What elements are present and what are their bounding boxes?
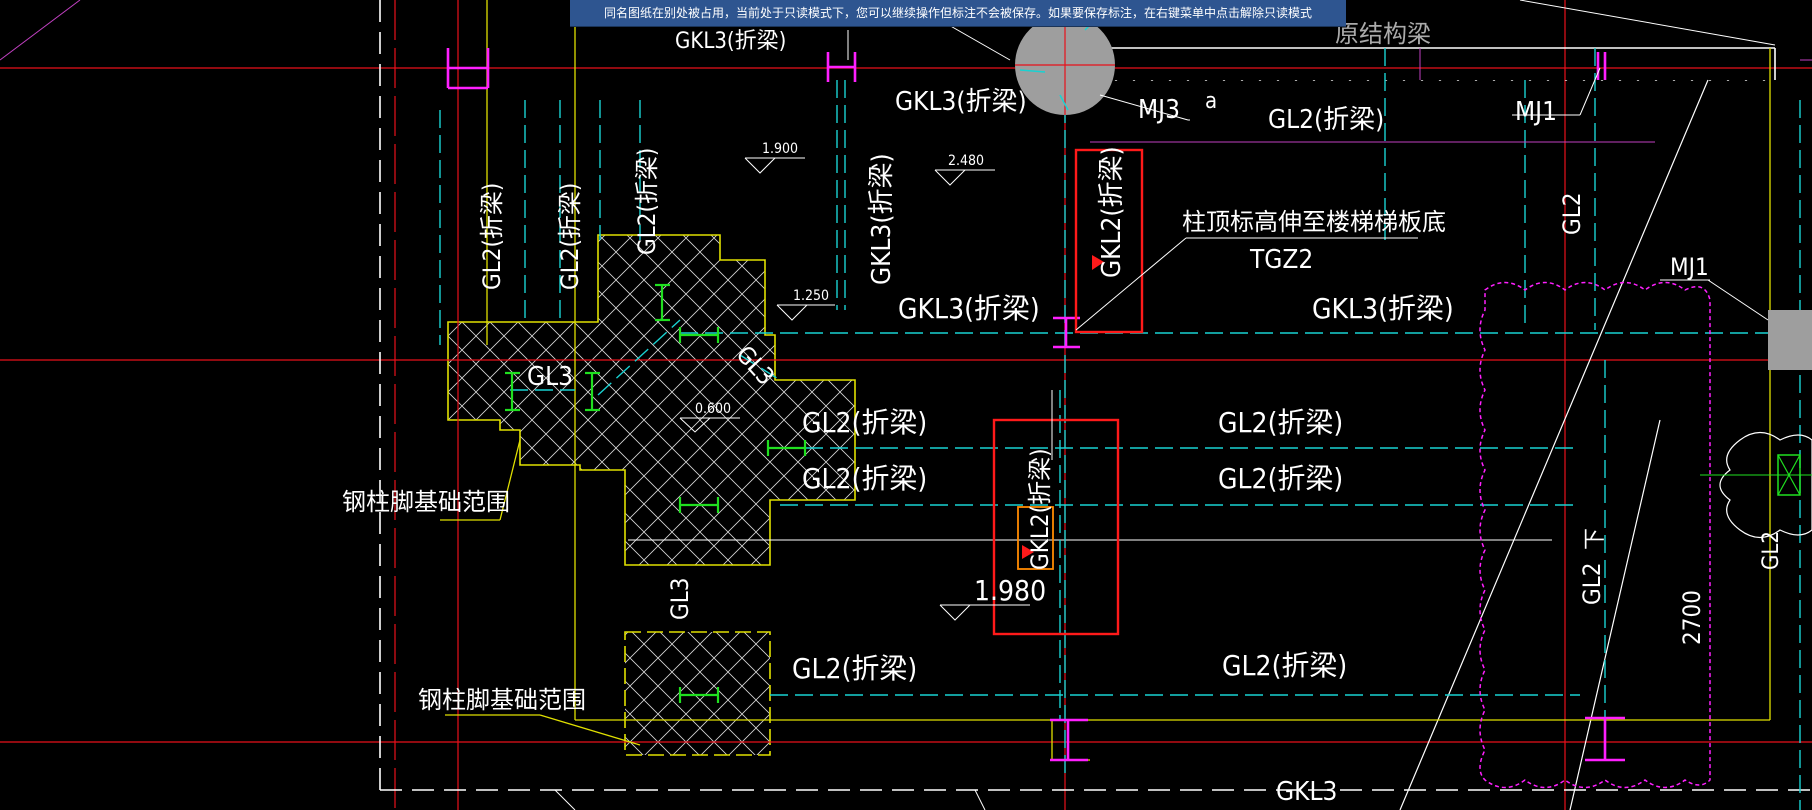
label-mj3[interactable]: MJ3 [1138, 95, 1180, 125]
label-gl2-v2[interactable]: GL2(折梁) [556, 183, 584, 290]
label-gl2-far-right[interactable]: GL2 [1759, 531, 1784, 570]
elev-1250[interactable]: 1.250 [793, 288, 829, 304]
label-gkl3-v[interactable]: GKL3(折梁) [867, 153, 897, 285]
magenta-lines [1090, 48, 1812, 143]
label-gl2-v1[interactable]: GL2(折梁) [478, 183, 506, 290]
label-tgz2[interactable]: TGZ2 [1249, 245, 1313, 275]
column-ibeam [446, 48, 490, 90]
label-gl3-a[interactable]: GL3 [527, 362, 573, 392]
steel-columns [446, 48, 1625, 762]
label-steel-base-1[interactable]: 钢柱脚基础范围 [342, 488, 510, 516]
elevation-marks [679, 157, 1030, 621]
readonly-notice-bar[interactable]: 同名图纸在别处被占用，当前处于只读模式下，您可以继续操作但标注不会被保存。如果要… [570, 0, 1346, 27]
label-gkl3-mid-left[interactable]: GKL3(折梁) [898, 292, 1040, 325]
elev-2480[interactable]: 2.480 [948, 153, 984, 169]
label-mj1-top[interactable]: MJ1 [1515, 97, 1557, 127]
red-pointer-marker [1022, 545, 1034, 559]
right-edge-block [1768, 310, 1812, 370]
label-gl2-row2-right[interactable]: GL2(折梁) [1218, 462, 1343, 495]
label-gkl3-mid-right[interactable]: GKL3(折梁) [1312, 292, 1454, 325]
label-gl2-row3-right[interactable]: GL2(折梁) [1222, 649, 1347, 682]
highlight-boxes [992, 148, 1144, 636]
column-ibeam [826, 52, 857, 82]
highlight-box-gkl2-top[interactable] [1074, 148, 1144, 334]
elevation-mark [744, 157, 805, 174]
label-gkl3-bottom[interactable]: GKL3 [1276, 777, 1337, 807]
label-gl2-row1-right[interactable]: GL2(折梁) [1218, 406, 1343, 439]
label-gkl3-a[interactable]: GKL3(折梁) [895, 87, 1027, 117]
elev-0600[interactable]: 0.600 [695, 401, 731, 417]
label-gkl3-top[interactable]: GKL3(折梁) [675, 29, 786, 54]
label-gl2-row2-left[interactable]: GL2(折梁) [802, 462, 927, 495]
elevation-mark [679, 417, 740, 433]
label-struct-beam: 原结构梁 [1335, 20, 1431, 48]
right-round-symbol [1700, 431, 1812, 539]
hatch-regions [447, 234, 856, 756]
leader-lines [847, 30, 1769, 460]
elev-1900[interactable]: 1.900 [762, 141, 798, 157]
selected-marker[interactable] [1017, 506, 1054, 570]
label-a-mark: a [1205, 89, 1217, 114]
label-down-mark: 下 [1583, 528, 1608, 550]
beam-lines [439, 48, 1812, 810]
label-steel-base-2[interactable]: 钢柱脚基础范围 [418, 686, 586, 714]
steel-base-hatch-main [447, 234, 856, 566]
label-gl2-v3[interactable]: GL2(折梁) [633, 148, 661, 255]
label-gl3-v[interactable]: GL3 [666, 578, 694, 621]
label-gl2-row1-left[interactable]: GL2(折梁) [802, 406, 927, 439]
label-note-column[interactable]: 柱顶标高伸至楼梯梯板底 [1182, 208, 1446, 236]
red-pointer-marker [1092, 255, 1104, 270]
anchor-markers [505, 283, 807, 703]
label-mj1-right[interactable]: MJ1 [1670, 253, 1709, 281]
round-column-symbol [1015, 15, 1190, 121]
steel-base-hatch-lower [624, 631, 771, 756]
label-gl2-v-down[interactable]: GL2 [1578, 563, 1606, 606]
column-ibeam [1596, 52, 1607, 80]
cloud-revision [1479, 281, 1711, 789]
label-gl2-top-right[interactable]: GL2(折梁) [1268, 105, 1384, 135]
elevation-mark [934, 169, 995, 186]
column-ibeam [1585, 716, 1625, 762]
highlight-box-gkl2-mid[interactable] [992, 418, 1120, 636]
label-gl2-v-right[interactable]: GL2 [1558, 193, 1586, 236]
elevation-mark [939, 604, 1030, 621]
label-gkl2-v-mid[interactable]: GKL2(折梁) [1026, 449, 1054, 571]
labels: GKL3(折梁) GKL3(折梁) MJ3 a GL2(折梁) MJ1 原结构梁… [342, 20, 1784, 807]
elev-1980[interactable]: 1.980 [974, 574, 1046, 607]
elevation-mark [776, 304, 835, 321]
label-dim-2700[interactable]: 2700 [1678, 590, 1706, 645]
label-gkl2-v-top[interactable]: GKL2(折梁) [1097, 146, 1127, 278]
label-gl2-row3-left[interactable]: GL2(折梁) [792, 652, 917, 685]
column-ibeam [1050, 718, 1088, 762]
